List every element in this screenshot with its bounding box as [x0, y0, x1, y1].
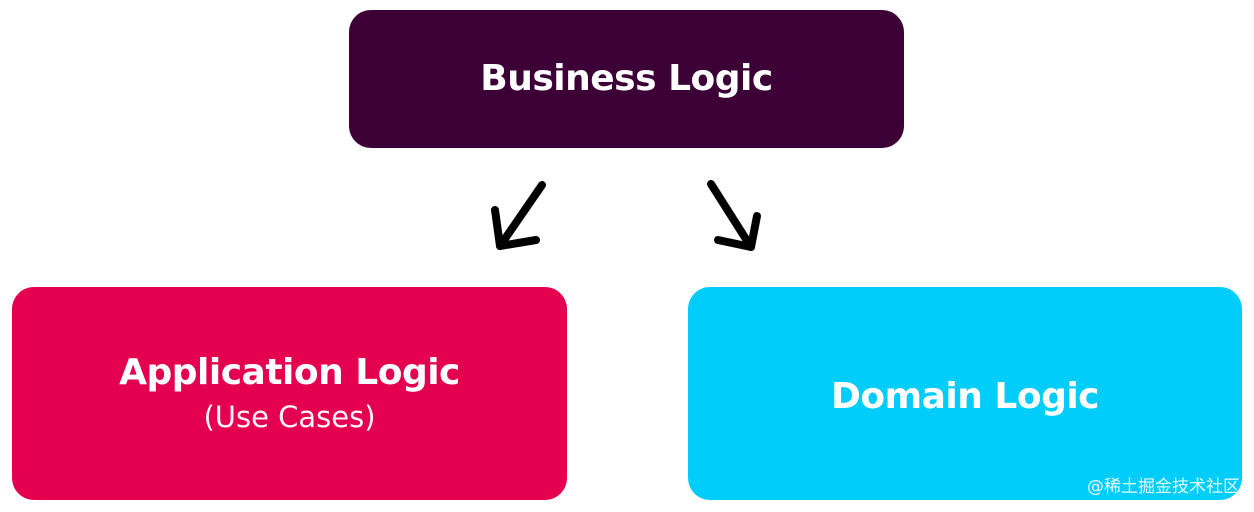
arrow-to-application	[491, 181, 546, 250]
watermark-text: @稀土掘金技术社区	[1087, 477, 1240, 497]
application-logic-box: Application Logic (Use Cases)	[12, 287, 567, 500]
application-logic-subtitle: (Use Cases)	[203, 399, 376, 434]
domain-logic-box: Domain Logic	[688, 287, 1242, 500]
arrow-right-shaft	[707, 180, 755, 251]
business-logic-box: Business Logic	[349, 10, 904, 148]
domain-logic-title: Domain Logic	[830, 375, 1100, 417]
arrow-to-domain	[707, 180, 761, 251]
arrow-right-head	[714, 212, 761, 251]
arrow-left-shaft	[496, 181, 546, 250]
arrow-left-head	[491, 206, 540, 250]
application-logic-title: Application Logic	[119, 352, 460, 394]
business-logic-title: Business Logic	[480, 58, 773, 100]
